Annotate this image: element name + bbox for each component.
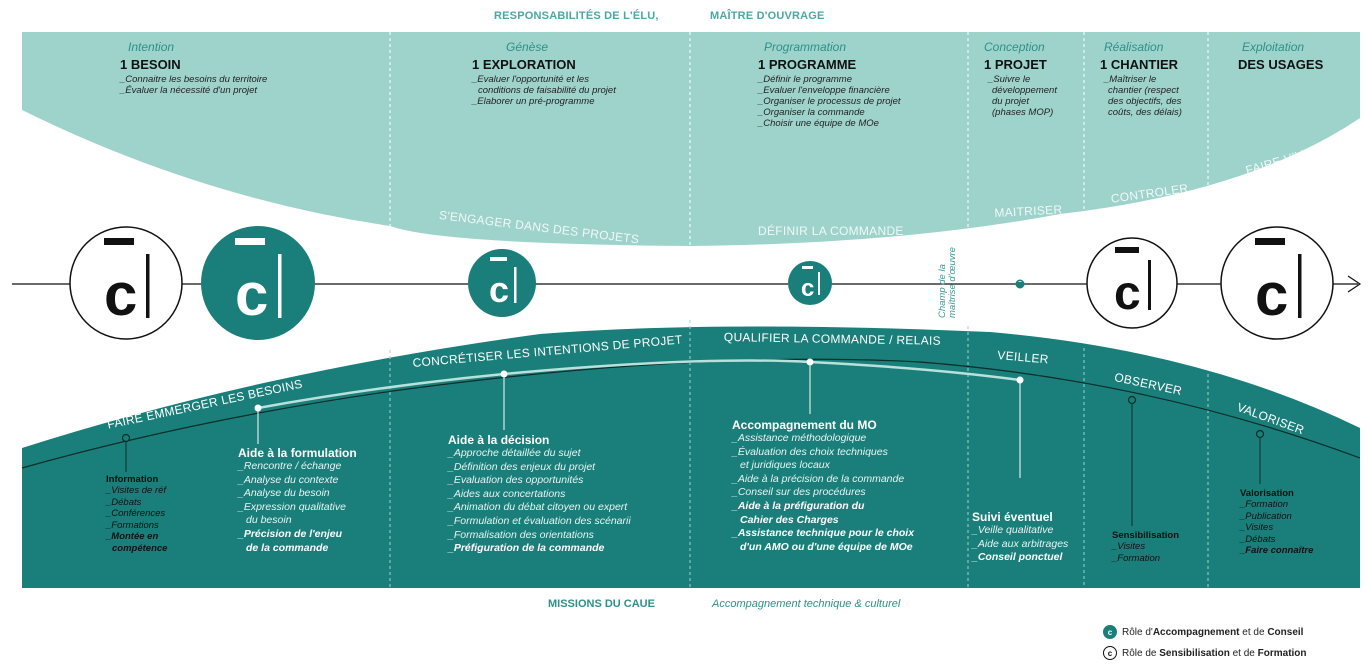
mission-items: _Rencontre / échange _Analyse du context… <box>238 460 346 554</box>
footer-accompagnement: Accompagnement technique & culturel <box>712 598 901 610</box>
svg-text:c: c <box>235 261 268 328</box>
champ-maitrise-oeuvre: Champ de la maîtrise d'œuvre <box>937 247 958 318</box>
phase-name: Réalisation <box>1104 40 1164 54</box>
c-outline-icon: c <box>1103 646 1117 660</box>
c-icon-outline-large-1: c <box>69 226 183 340</box>
phase-conception: Conception 1 PROJET _Suivre le développe… <box>984 40 1074 118</box>
mission-items: _Assistance méthodologique _Évaluation d… <box>732 432 915 553</box>
mission-sensibilisation: Sensibilisation _Visites _Formation <box>1112 530 1179 564</box>
mission-information: Information _Visites de réf _Débats _Con… <box>106 474 167 554</box>
mission-items: _Veille qualitative _Aide aux arbitrages… <box>972 524 1069 564</box>
mission-valorisation: Valorisation _Formation _Publication _Vi… <box>1240 488 1313 557</box>
mission-title: Accompagnement du MO <box>732 418 877 432</box>
phase-programmation: Programmation 1 PROGRAMME _Définir le pr… <box>758 40 958 129</box>
mission-items: _Visites _Formation <box>1112 541 1161 564</box>
c-icon-outline-large-2: c <box>1220 226 1334 340</box>
c-icon-filled-small: c <box>788 261 832 305</box>
legend-item-accompagnement: c Rôle d'Accompagnement et de Conseil <box>1103 625 1303 639</box>
phase-title: 1 PROGRAMME <box>758 57 857 72</box>
mission-decision: Aide à la décision _Approche détaillée d… <box>448 433 631 556</box>
phase-title: DES USAGES <box>1238 57 1324 72</box>
mission-title: Information <box>106 474 159 485</box>
svg-text:c: c <box>1255 261 1288 328</box>
c-icon-filled-large: c <box>201 226 315 340</box>
mission-title: Suivi éventuel <box>972 510 1053 524</box>
mission-items: _Visites de réf _Débats _Conférences _Fo… <box>106 485 168 554</box>
footer-missions: MISSIONS DU CAUE <box>548 598 655 610</box>
c-icon-outline-medium: c <box>1086 237 1178 329</box>
svg-text:c: c <box>489 269 509 310</box>
header-left: RESPONSABILITÉS DE L'ÉLU, <box>494 10 659 22</box>
mission-items: _Formation _Publication _Visites _Débats… <box>1240 499 1314 556</box>
header-right: MAÎTRE D'OUVRAGE <box>710 10 825 22</box>
mission-title: Aide à la décision <box>448 433 550 447</box>
phase-items: _Définir le programme _Evaluer l'envelop… <box>758 74 901 129</box>
mission-title: Valorisation <box>1240 488 1294 499</box>
phase-intention: Intention 1 BESOIN _Connaitre les besoin… <box>100 40 310 96</box>
svg-text:c: c <box>1114 267 1141 320</box>
mission-title: Sensibilisation <box>1112 530 1180 541</box>
mission-title: Aide à la formulation <box>238 446 357 460</box>
wave-definir: DÉFINIR LA COMMANDE <box>758 224 904 238</box>
phase-items: _Maîtriser le chantier (respect des obje… <box>1104 74 1182 118</box>
phase-items: _Connaitre les besoins du territoire _Év… <box>120 74 268 96</box>
top-band <box>22 32 1360 246</box>
mission-items: _Approche détaillée du sujet _Définition… <box>448 447 631 555</box>
svg-text:c: c <box>801 275 814 302</box>
c-icon-filled-tiny <box>1015 279 1025 289</box>
phase-genese: Génèse 1 EXPLORATION _Evaluer l'opportun… <box>472 40 672 107</box>
phase-realisation: Réalisation 1 CHANTIER _Maîtriser le cha… <box>1100 40 1200 118</box>
phase-name: Conception <box>984 40 1045 54</box>
bottom-dividers <box>389 320 1209 588</box>
phase-name: Intention <box>128 40 175 54</box>
timeline-arrow-icon <box>1347 275 1362 293</box>
arc-nodes <box>121 358 1265 443</box>
c-filled-icon: c <box>1103 625 1117 639</box>
phase-items: _Evaluer l'opportunité et les conditions… <box>472 74 616 107</box>
phase-name: Programmation <box>764 40 847 54</box>
light-arc <box>257 359 1021 410</box>
mission-accompagnement: Accompagnement du MO _Assistance méthodo… <box>732 418 914 554</box>
phase-name: Génèse <box>506 40 549 54</box>
phase-title: 1 PROJET <box>984 57 1047 72</box>
phase-title: 1 EXPLORATION <box>472 57 576 72</box>
phase-name: Exploitation <box>1242 40 1305 54</box>
c-icon-filled-medium: c <box>468 249 536 317</box>
phase-items: _Suivre le développement du projet (phas… <box>988 74 1057 118</box>
svg-text:c: c <box>104 261 137 328</box>
mission-formulation: Aide à la formulation _Rencontre / échan… <box>238 446 357 555</box>
top-dividers <box>389 32 1209 248</box>
node-connectors <box>125 362 1261 526</box>
phase-title: 1 CHANTIER <box>1100 57 1179 72</box>
legend-item-sensibilisation: c Rôle de Sensibilisation et de Formatio… <box>1103 646 1307 660</box>
phase-title: 1 BESOIN <box>120 57 181 72</box>
phase-exploitation: Exploitation DES USAGES <box>1238 40 1348 72</box>
mission-suivi: Suivi éventuel _Veille qualitative _Aide… <box>972 510 1068 565</box>
